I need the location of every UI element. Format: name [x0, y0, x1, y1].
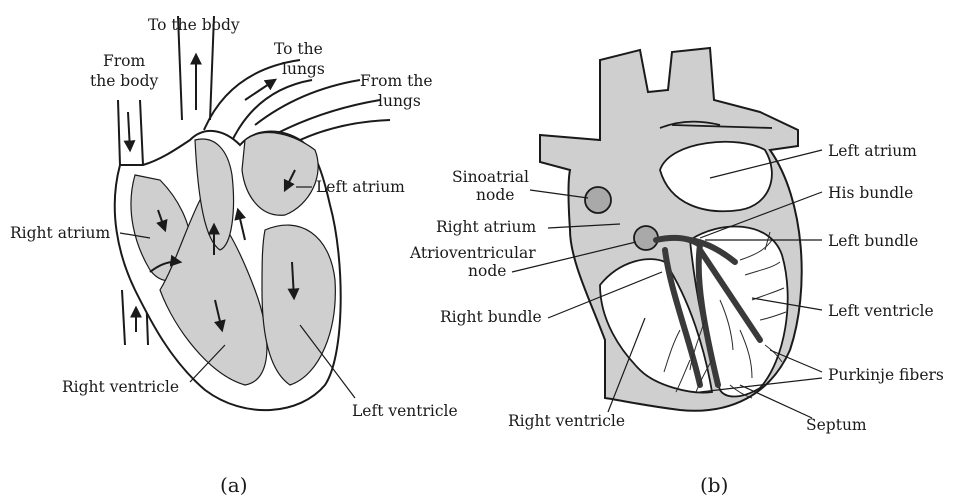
panel-b-conduction: Sinoatrial node Right atrium Atrioventri…	[409, 48, 944, 497]
label-from-lungs-2: lungs	[378, 92, 421, 110]
panel-a-blood-flow: To the body From the body To the lungs F…	[10, 16, 458, 497]
label-left-bundle: Left bundle	[828, 232, 918, 250]
label-his-bundle: His bundle	[828, 184, 913, 202]
label-to-lungs-1: To the	[274, 40, 323, 58]
label-sinoatrial-1: Sinoatrial	[452, 168, 529, 186]
label-purkinje: Purkinje fibers	[828, 366, 944, 384]
label-to-lungs-2: lungs	[282, 60, 325, 78]
sinoatrial-node-shape	[585, 187, 611, 213]
label-av-2: node	[468, 262, 506, 280]
label-left-ventricle-b: Left ventricle	[828, 302, 934, 320]
label-left-atrium-b: Left atrium	[828, 142, 917, 160]
caption-a: (a)	[220, 473, 248, 497]
label-left-ventricle-a: Left ventricle	[352, 402, 458, 420]
label-to-body: To the body	[148, 16, 240, 34]
label-right-atrium-b: Right atrium	[436, 218, 537, 236]
label-from-lungs-1: From the	[360, 72, 433, 90]
caption-b: (b)	[700, 473, 728, 497]
label-from-body-2: the body	[90, 72, 158, 90]
label-right-ventricle-a: Right ventricle	[62, 378, 179, 396]
label-left-atrium-a: Left atrium	[316, 178, 405, 196]
label-from-body-1: From	[103, 52, 145, 70]
label-right-atrium-a: Right atrium	[10, 224, 111, 242]
label-av-1: Atrioventricular	[409, 244, 536, 262]
label-sinoatrial-2: node	[476, 186, 514, 204]
label-septum: Septum	[806, 416, 867, 434]
label-right-bundle: Right bundle	[440, 308, 542, 326]
label-right-ventricle-b: Right ventricle	[508, 412, 625, 430]
